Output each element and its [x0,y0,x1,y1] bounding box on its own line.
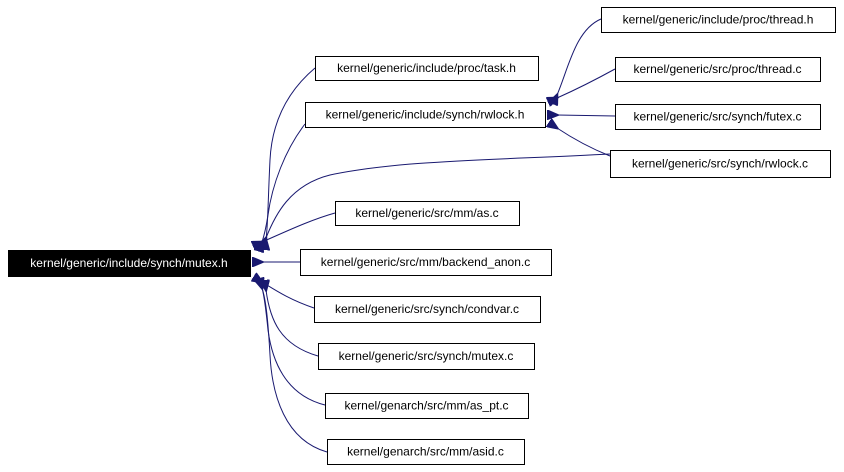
node-box [300,249,552,276]
edges [262,18,616,453]
node-as-pt-c[interactable]: kernel/genarch/src/mm/as_pt.c [325,393,529,419]
node-as-c[interactable]: kernel/generic/src/mm/as.c [335,201,520,226]
node-thread-h[interactable]: kernel/generic/include/proc/thread.h [601,7,836,33]
node-label: kernel/generic/src/proc/thread.c [633,62,801,76]
node-label: kernel/generic/src/mm/backend_anon.c [321,255,530,269]
node-backend-anon-c[interactable]: kernel/generic/src/mm/backend_anon.c [300,249,552,276]
node-label: kernel/generic/src/synch/futex.c [633,110,801,124]
node-box [8,250,251,277]
nodes: kernel/generic/include/synch/mutex.h kern… [8,7,836,465]
node-label: kernel/genarch/src/mm/asid.c [347,445,504,459]
node-label: kernel/generic/src/synch/mutex.c [339,349,514,363]
node-thread-c[interactable]: kernel/generic/src/proc/thread.c [615,57,821,82]
edge-futex_c-to-rwlock_h [557,115,616,116]
node-box [601,7,836,33]
node-label: kernel/generic/src/synch/condvar.c [335,302,519,316]
node-rwlock-h[interactable]: kernel/generic/include/synch/rwlock.h [305,102,546,128]
node-label: kernel/genarch/src/mm/as_pt.c [344,399,508,413]
edge-thread_h-to-rwlock_h [557,18,602,95]
node-label: kernel/generic/include/synch/mutex.h [30,256,227,270]
node-box [615,104,821,130]
node-mutex-h[interactable]: kernel/generic/include/synch/mutex.h [8,250,251,277]
edge-rwlock_h-to-mutex_h [262,123,306,242]
node-box [335,201,520,226]
node-condvar-c[interactable]: kernel/generic/src/synch/condvar.c [314,296,541,323]
node-mutex-c[interactable]: kernel/generic/src/synch/mutex.c [318,343,535,370]
node-box [615,57,821,82]
edge-rwlock_c-to-mutex_h [266,153,611,238]
edge-mutex_c-to-mutex_h [266,290,319,357]
node-box [325,393,529,419]
node-box [305,102,546,128]
node-box [314,296,541,323]
edge-task_h-to-mutex_h [266,67,316,240]
node-box [610,150,831,178]
node-box [318,343,535,370]
node-box [327,439,525,465]
node-label: kernel/generic/src/mm/as.c [355,206,498,220]
node-box [315,56,539,81]
node-label: kernel/generic/include/proc/thread.h [623,13,814,27]
node-futex-c[interactable]: kernel/generic/src/synch/futex.c [615,104,821,130]
node-label: kernel/generic/include/synch/rwlock.h [326,108,525,122]
node-task-h[interactable]: kernel/generic/include/proc/task.h [315,56,539,81]
edge-rwlock_c-to-rwlock_h [557,128,611,157]
edge-as_c-to-mutex_h [262,212,336,242]
node-label: kernel/generic/src/synch/rwlock.c [632,157,808,171]
edge-condvar_c-to-mutex_h [262,282,315,309]
node-label: kernel/generic/include/proc/task.h [337,61,516,75]
edge-thread_c-to-rwlock_h [557,68,616,98]
node-asid-c[interactable]: kernel/genarch/src/mm/asid.c [327,439,525,465]
node-rwlock-c[interactable]: kernel/generic/src/synch/rwlock.c [610,150,831,178]
edge-asid_c-to-mutex_h [262,288,328,453]
